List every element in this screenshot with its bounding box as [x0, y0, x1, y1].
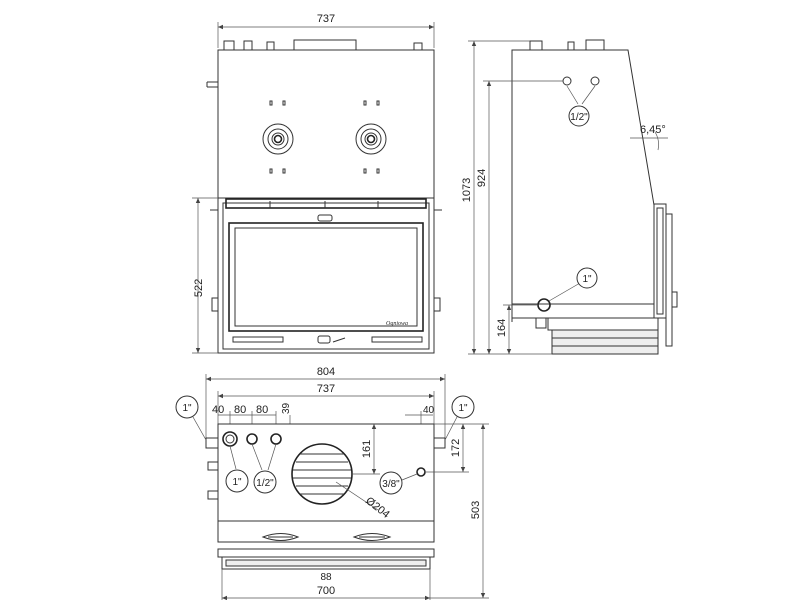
pipe-1-right-label: 1": [458, 403, 468, 414]
offset-2: 80: [234, 404, 246, 416]
left-port: [262, 123, 294, 155]
right-port: [355, 123, 387, 155]
side-height-total-label: 1073: [461, 178, 473, 202]
offset-1: 40: [212, 404, 224, 416]
brand-logo: Ogniowa: [386, 321, 408, 327]
front-view: 737: [192, 13, 442, 354]
pipe-1-left-label: 1": [182, 403, 192, 414]
offset-right-40: 40: [423, 405, 435, 416]
side-height-mid-label: 924: [476, 169, 488, 187]
top-view: 804 737 40 80 80 39 40: [175, 366, 489, 600]
pipe-1-bottom-label: 1": [232, 477, 242, 488]
top-width-outer-label: 804: [317, 366, 335, 378]
top-width-bottom-label: 700: [317, 585, 335, 597]
side-angle-label: 6,45°: [640, 124, 666, 136]
offset-39: 39: [281, 402, 292, 414]
side-height-low-label: 164: [496, 319, 508, 337]
depth-161-label: 161: [361, 440, 373, 458]
depth-503-label: 503: [470, 501, 482, 519]
top-width-inner-label: 737: [317, 383, 335, 395]
depth-172-label: 172: [450, 439, 462, 457]
side-pipe-top-label: 1/2": [570, 112, 588, 123]
pipe-half-label: 1/2": [256, 478, 274, 489]
front-height-label: 522: [193, 279, 205, 297]
pipe-38-label: 3/8": [382, 479, 400, 490]
side-pipe-low-label: 1": [582, 274, 592, 285]
side-view: 1/2" 1" 6,45° 1073 924 164: [461, 39, 678, 355]
front-width-label: 737: [317, 13, 335, 25]
offset-3: 80: [256, 404, 268, 416]
small-88-label: 88: [320, 572, 332, 583]
glass-door: [228, 222, 424, 332]
